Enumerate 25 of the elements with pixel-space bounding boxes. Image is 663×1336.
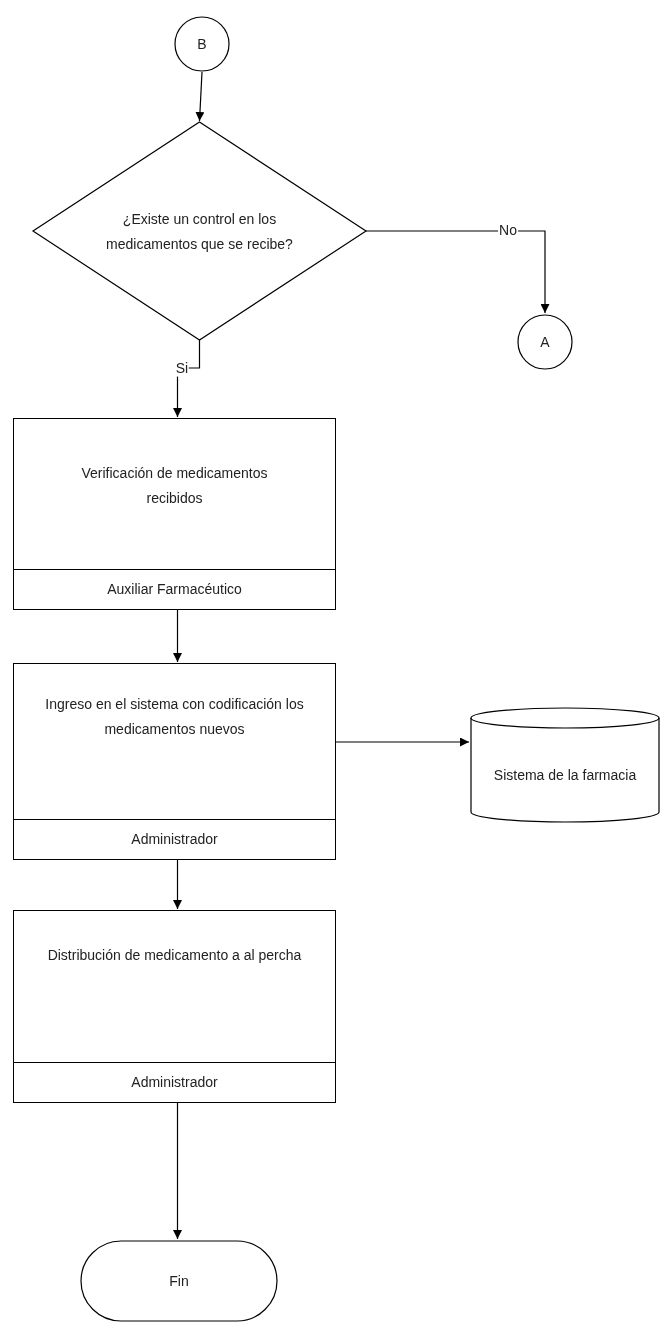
connector-label: B — [196, 34, 208, 54]
terminator-label: Fin — [168, 1271, 190, 1291]
database-cylinder — [470, 708, 660, 822]
arrow — [335, 737, 470, 747]
connector-circle — [517, 314, 573, 370]
role-label: Auxiliar Farmacéutico — [14, 569, 335, 609]
arrow — [173, 609, 182, 663]
process-box — [13, 418, 336, 610]
role-label: Administrador — [14, 819, 335, 859]
edge-label: Si — [174, 359, 190, 377]
arrow — [173, 859, 182, 910]
arrow — [195, 71, 205, 122]
connector-circle — [174, 16, 230, 72]
process-box — [13, 910, 336, 1103]
role-label: Administrador — [14, 1062, 335, 1102]
arrow — [365, 230, 550, 314]
process-text: Verificación de medicamentos recibidos — [80, 464, 269, 508]
database-label: Sistema de la farmacia — [492, 765, 638, 785]
process-box — [13, 663, 336, 860]
process-text: Distribución de medicamento a al percha — [46, 946, 303, 965]
decision-text: ¿Existe un control en los medicamentos que se recibe? — [105, 209, 294, 254]
process-text: Ingreso en el sistema con codificación los medicamentos nuevos — [44, 695, 305, 739]
connector-label: A — [539, 332, 551, 352]
decision-diamond — [33, 122, 366, 340]
arrow — [173, 1102, 182, 1240]
